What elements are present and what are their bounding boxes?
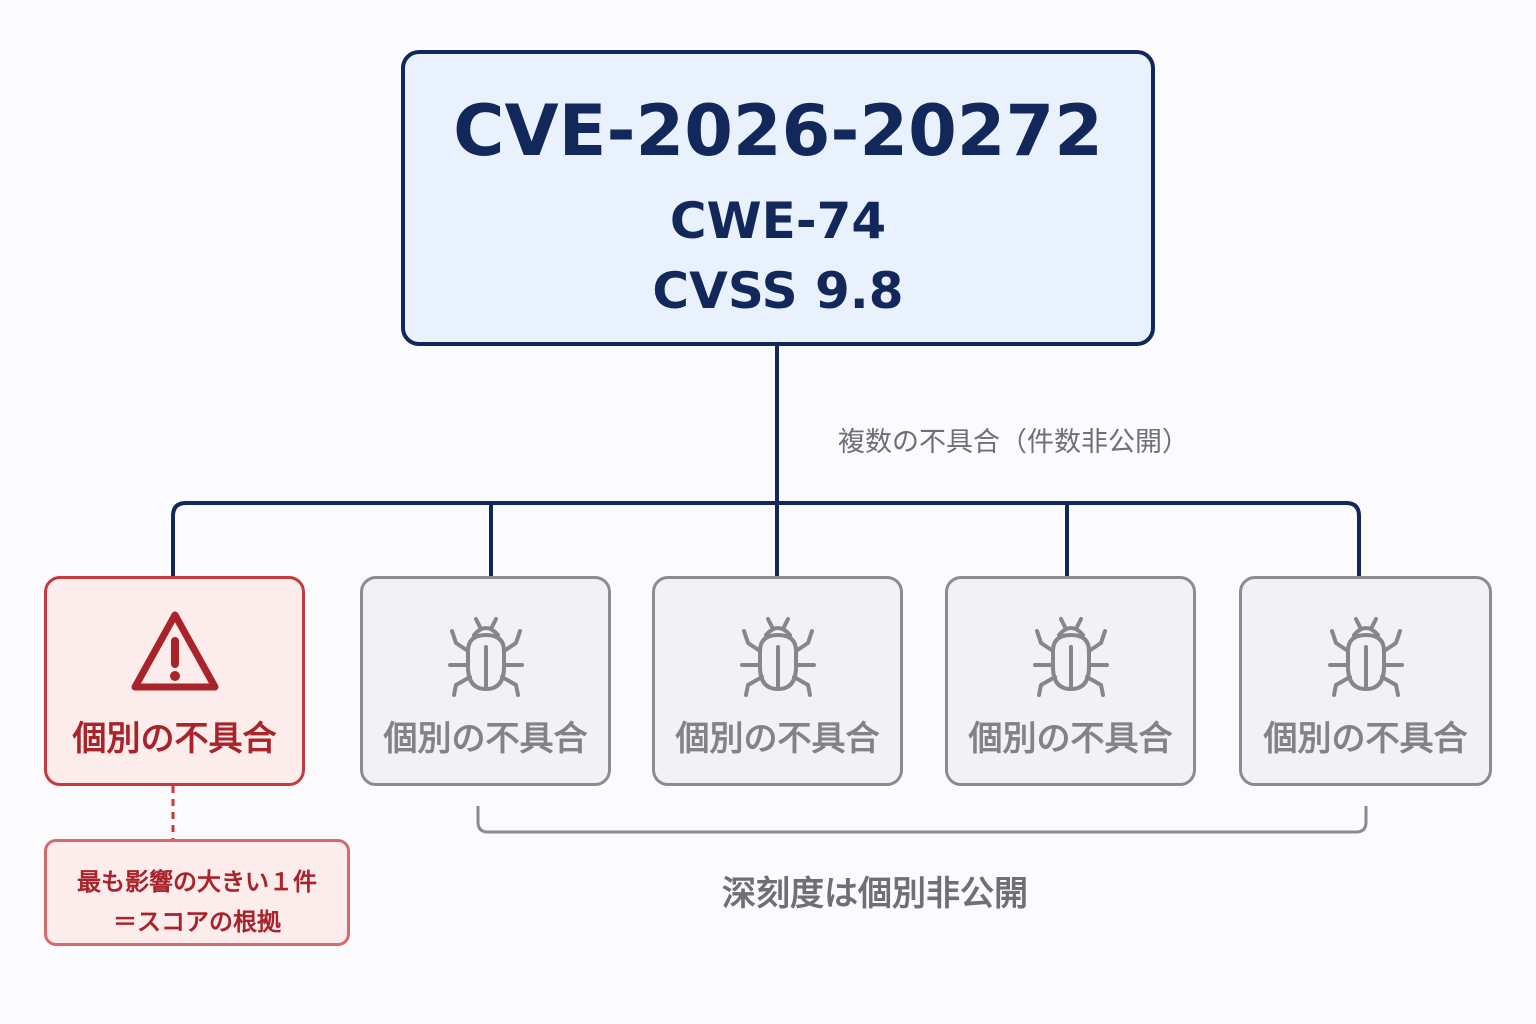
leaf-node: 個別の不具合	[360, 576, 611, 786]
leaf-label: 個別の不具合	[675, 719, 880, 759]
note-line: ＝スコアの根拠	[113, 908, 281, 936]
bug-icon	[1327, 617, 1404, 697]
leaf-label: 個別の不具合	[968, 719, 1173, 759]
branch-bus-line	[171, 501, 1361, 576]
cvss-score: CVSS 9.8	[652, 262, 904, 320]
cwe-label: CWE-74	[669, 192, 887, 250]
leaf-node: 個別の不具合	[652, 576, 903, 786]
bracket-label: 深刻度は個別非公開	[722, 874, 1028, 914]
leaf-node: 個別の不具合	[945, 576, 1196, 786]
bug-icon	[739, 617, 816, 697]
bug-icon	[447, 617, 524, 697]
branch-label: 複数の不具合（件数非公開）	[838, 427, 1189, 458]
root-vulnerability-box: CVE-2026-20272 CWE-74 CVSS 9.8	[401, 50, 1155, 346]
note-line: 最も影響の大きい１件	[77, 868, 317, 896]
grouping-bracket	[476, 806, 1368, 834]
warning-triangle-icon	[131, 611, 218, 691]
bug-icon	[1032, 617, 1109, 697]
score-basis-note: 最も影響の大きい１件 ＝スコアの根拠	[44, 839, 350, 946]
leaf-label: 個別の不具合	[383, 719, 588, 759]
cve-id: CVE-2026-20272	[453, 90, 1103, 172]
leaf-label: 個別の不具合	[1263, 719, 1468, 759]
leaf-label: 個別の不具合	[72, 719, 277, 759]
leaf-node-highlighted: 個別の不具合	[44, 576, 305, 786]
leaf-node: 個別の不具合	[1239, 576, 1492, 786]
